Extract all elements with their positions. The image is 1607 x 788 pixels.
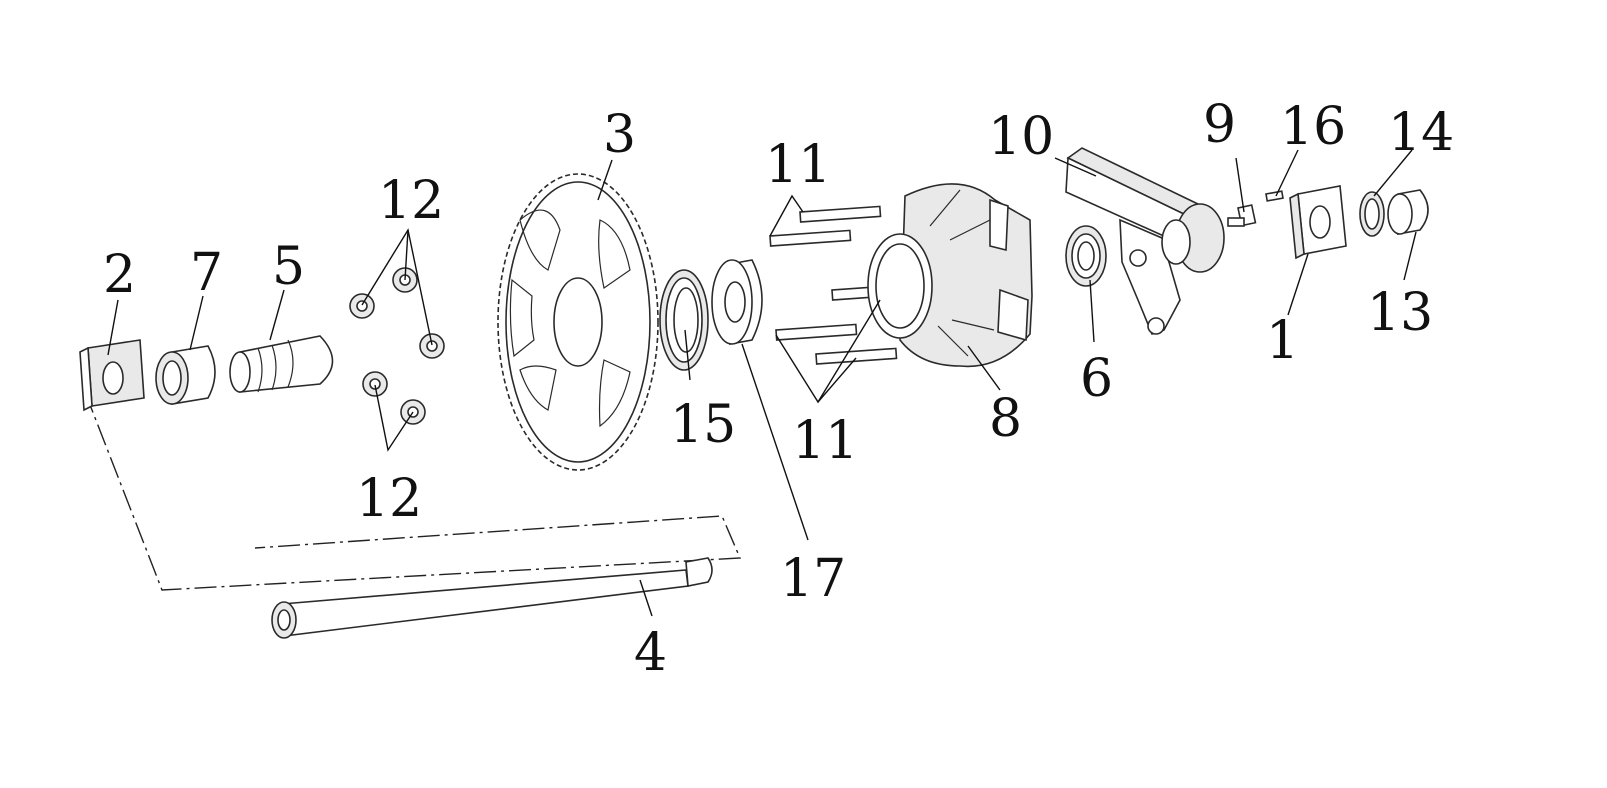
part-13-collar bbox=[1387, 189, 1429, 235]
callout-4: 4 bbox=[634, 623, 667, 683]
part-7-bushing bbox=[155, 345, 216, 405]
callout-14: 14 bbox=[1388, 103, 1454, 163]
callout-11-top: 11 bbox=[765, 135, 831, 195]
part-2-adjuster-block bbox=[79, 339, 145, 412]
callout-12-top: 12 bbox=[378, 171, 444, 231]
callout-16: 16 bbox=[1280, 97, 1346, 157]
callout-1: 1 bbox=[1266, 311, 1299, 371]
part-17-washer bbox=[711, 259, 763, 345]
part-5-spacer bbox=[229, 335, 334, 393]
leader-lines bbox=[107, 149, 1417, 617]
callout-17: 17 bbox=[780, 549, 846, 609]
part-3-sprocket bbox=[497, 173, 659, 471]
part-4-axle bbox=[271, 557, 713, 639]
part-9-fitting bbox=[1227, 204, 1257, 227]
part-16-screw bbox=[1265, 190, 1284, 202]
callout-11-bottom: 11 bbox=[792, 411, 858, 471]
callout-5: 5 bbox=[272, 237, 305, 297]
part-15-seal bbox=[659, 269, 709, 371]
callout-10: 10 bbox=[988, 107, 1054, 167]
callout-6: 6 bbox=[1080, 349, 1113, 409]
part-12-nuts bbox=[349, 267, 445, 425]
callout-labels: 2 7 5 12 12 3 11 11 15 17 8 10 6 9 16 14… bbox=[103, 95, 1454, 683]
part-8-hub bbox=[867, 183, 1033, 368]
callout-15: 15 bbox=[670, 395, 736, 455]
callout-3: 3 bbox=[603, 105, 636, 165]
part-6-bearing bbox=[1065, 225, 1107, 287]
callout-2: 2 bbox=[103, 245, 136, 305]
callout-9: 9 bbox=[1203, 95, 1236, 155]
callout-12-bottom: 12 bbox=[356, 469, 422, 529]
callout-8: 8 bbox=[989, 389, 1022, 449]
part-14-washer bbox=[1359, 191, 1385, 237]
part-10-caliper-bracket bbox=[1065, 147, 1225, 335]
callout-13: 13 bbox=[1367, 283, 1433, 343]
assembly-center-line bbox=[84, 391, 742, 591]
callout-7: 7 bbox=[190, 243, 223, 303]
part-1-adjuster-block bbox=[1289, 185, 1347, 260]
